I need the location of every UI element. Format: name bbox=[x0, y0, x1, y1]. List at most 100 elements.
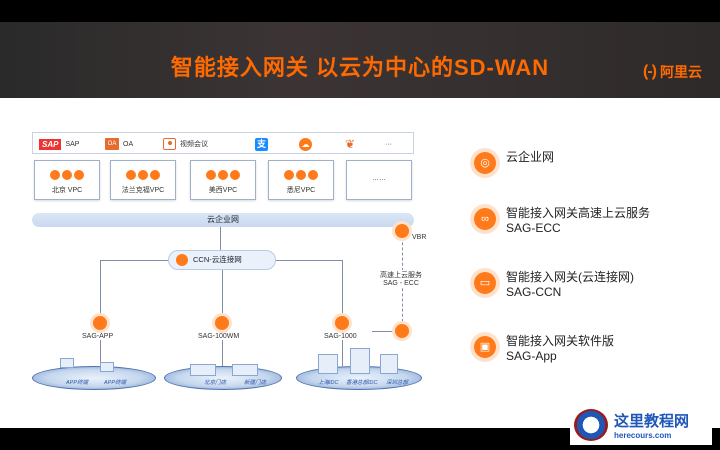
site-label: 北京门店 bbox=[204, 380, 227, 386]
building-icon bbox=[350, 348, 370, 374]
sag-1000-icon bbox=[335, 316, 349, 330]
building-icon bbox=[318, 354, 338, 374]
cloud-icon bbox=[74, 170, 84, 180]
app-label: SAP bbox=[65, 140, 80, 148]
legend-line2: SAG-ECC bbox=[506, 221, 561, 235]
app-bar: SAP SAP OA OA 视频会议 支 ☁ ❦ ··· bbox=[32, 132, 414, 154]
cloud-icon bbox=[62, 170, 72, 180]
app-label: OA bbox=[123, 140, 134, 148]
site-label: 新疆门店 bbox=[244, 380, 267, 386]
connector-line bbox=[100, 260, 168, 261]
cloud-icon bbox=[138, 170, 148, 180]
cloud-icon: ☁ bbox=[299, 137, 312, 151]
node-label: SAG-1000 bbox=[324, 333, 357, 340]
app-bird: ❦ bbox=[343, 136, 357, 152]
app-video-meeting: 视频会议 bbox=[163, 136, 208, 152]
watermark-logo-icon: Z bbox=[574, 409, 608, 441]
vpc-label: 法兰克福VPC bbox=[121, 187, 165, 194]
legend-text: 智能接入网关软件版 SAG-App bbox=[506, 334, 614, 364]
link-icon: ∞ bbox=[474, 208, 496, 230]
app-more: ··· bbox=[385, 136, 392, 152]
legend-line1: 智能接入网关高速上云服务 bbox=[506, 206, 651, 220]
vbr-label: VBR bbox=[412, 234, 427, 241]
sap-logo-icon: SAP bbox=[39, 138, 62, 150]
alipay-icon: 支 bbox=[255, 137, 268, 151]
legend-sag-ecc: ∞ 智能接入网关高速上云服务 SAG-ECC bbox=[474, 206, 650, 236]
app-router-icon: ▣ bbox=[474, 336, 496, 358]
legend-text: 云企业网 bbox=[506, 150, 554, 165]
connector-line bbox=[222, 340, 223, 366]
express-label-line2: SAG - ECC bbox=[383, 280, 419, 287]
vpc-frankfurt: 法兰克福VPC bbox=[110, 160, 176, 200]
sag-app-icon bbox=[93, 316, 107, 330]
ccn-node: CCN-云连接网 bbox=[168, 250, 276, 270]
app-cloud: ☁ bbox=[299, 136, 312, 152]
cloud-icon bbox=[218, 170, 228, 180]
aliyun-logo-icon: (-) bbox=[643, 63, 657, 80]
connector-line bbox=[372, 331, 402, 332]
express-label-line1: 高速上云服务 bbox=[380, 272, 422, 279]
watermark-url: herecours.com bbox=[614, 431, 672, 440]
site-base-app bbox=[32, 366, 156, 390]
legend-sag-app: ▣ 智能接入网关软件版 SAG-App bbox=[474, 334, 614, 364]
site-label: APP终端 bbox=[104, 380, 127, 386]
app-label: 视频会议 bbox=[180, 141, 208, 148]
cloud-icon bbox=[284, 170, 294, 180]
connector-line bbox=[342, 340, 343, 366]
legend-line2: SAG-App bbox=[506, 349, 557, 363]
site-label: 深圳总部 bbox=[386, 380, 409, 386]
vpc-label: 悉尼VPC bbox=[286, 187, 316, 194]
site-label: 香港总部IDC bbox=[346, 380, 378, 386]
router-icon: ▭ bbox=[474, 272, 496, 294]
more-label: ··· bbox=[385, 140, 392, 148]
cloud-network-icon: ◎ bbox=[474, 152, 496, 174]
vpc-more: …… bbox=[346, 160, 412, 200]
app-oa: OA OA bbox=[105, 136, 133, 152]
cloud-icon bbox=[50, 170, 60, 180]
cloud-enterprise-network-bar: 云企业网 bbox=[32, 213, 414, 227]
ccn-icon bbox=[176, 254, 188, 266]
node-label: SAG-APP bbox=[82, 333, 114, 340]
site-label: APP终端 bbox=[66, 380, 89, 386]
app-alipay: 支 bbox=[255, 136, 268, 152]
cloud-icon bbox=[296, 170, 306, 180]
app-sap: SAP SAP bbox=[39, 136, 79, 152]
connector-line bbox=[342, 260, 343, 314]
connector-line bbox=[220, 227, 221, 250]
aliyun-logo: (-) 阿里云 bbox=[643, 62, 702, 82]
connector-line bbox=[222, 270, 223, 314]
cloud-icon bbox=[126, 170, 136, 180]
aliyun-logo-text: 阿里云 bbox=[660, 64, 702, 80]
bird-icon: ❦ bbox=[344, 136, 356, 151]
cloud-icon bbox=[206, 170, 216, 180]
vpc-label: 美西VPC bbox=[208, 187, 238, 194]
node-label: SAG-100WM bbox=[198, 333, 240, 340]
cloud-icon bbox=[150, 170, 160, 180]
vpc-beijing: 北京 VPC bbox=[34, 160, 100, 200]
legend-line1: 智能接入网关软件版 bbox=[506, 334, 615, 348]
store-icon bbox=[190, 364, 216, 376]
connector-line bbox=[276, 260, 342, 261]
vpc-label: …… bbox=[372, 175, 386, 182]
legend-sag-ccn: ▭ 智能接入网关(云连接网) SAG-CCN bbox=[474, 270, 634, 300]
vpc-sydney: 悉尼VPC bbox=[268, 160, 334, 200]
legend-text: 智能接入网关高速上云服务 SAG-ECC bbox=[506, 206, 650, 236]
video-icon bbox=[163, 138, 176, 150]
legend-line2: SAG-CCN bbox=[506, 285, 562, 299]
legend-text: 智能接入网关(云连接网) SAG-CCN bbox=[506, 270, 634, 300]
connector-line bbox=[100, 260, 101, 314]
vpc-us-west: 美西VPC bbox=[190, 160, 256, 200]
watermark-text: 这里教程网 herecours.com bbox=[614, 410, 689, 440]
top-letterbox bbox=[0, 0, 720, 22]
sag-ecc-icon bbox=[395, 324, 409, 338]
cloud-icon bbox=[230, 170, 240, 180]
building-icon bbox=[380, 354, 398, 374]
vbr-icon bbox=[395, 224, 409, 238]
store-icon bbox=[232, 364, 258, 376]
site-label: 上海IDC bbox=[318, 380, 339, 386]
legend-line1: 智能接入网关(云连接网) bbox=[506, 270, 634, 284]
oa-icon: OA bbox=[105, 138, 119, 150]
sag-100wm-icon bbox=[215, 316, 229, 330]
ccn-label: CCN-云连接网 bbox=[193, 255, 242, 264]
slide-header: 智能接入网关 以云为中心的SD-WAN (-) 阿里云 bbox=[0, 22, 720, 98]
